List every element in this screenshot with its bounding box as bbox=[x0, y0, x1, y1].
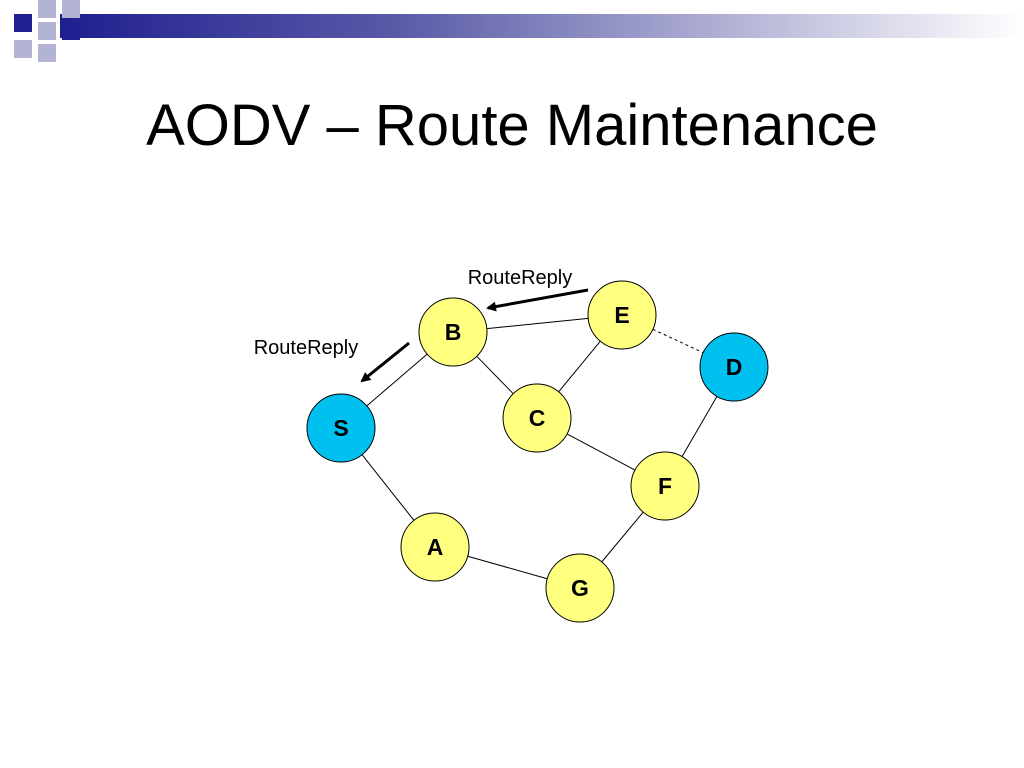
link-b-e bbox=[486, 317, 589, 330]
deco-square-navy bbox=[14, 14, 32, 32]
link-a-g bbox=[467, 555, 548, 580]
link-c-f bbox=[566, 433, 636, 471]
node-label: A bbox=[427, 534, 444, 560]
node-circle bbox=[418, 297, 488, 367]
node-f: F bbox=[630, 451, 700, 521]
node-e: E bbox=[587, 280, 657, 350]
link-c-e bbox=[558, 340, 601, 393]
nodes-layer: S B C E D F A G bbox=[306, 280, 769, 623]
node-b: B bbox=[418, 297, 488, 367]
link-d-f bbox=[681, 396, 718, 457]
node-label: C bbox=[529, 405, 546, 431]
node-circle bbox=[587, 280, 657, 350]
node-label: G bbox=[571, 575, 589, 601]
node-label: B bbox=[445, 319, 462, 345]
deco-square-light bbox=[38, 0, 56, 18]
node-circle bbox=[699, 332, 769, 402]
node-d: D bbox=[699, 332, 769, 402]
node-circle bbox=[306, 393, 376, 463]
node-circle bbox=[400, 512, 470, 582]
route-reply-arrow-b-s bbox=[360, 341, 410, 383]
deco-square-navy bbox=[62, 22, 80, 40]
link-e-d bbox=[652, 328, 704, 354]
route-reply-label: RouteReply bbox=[254, 337, 359, 359]
node-label: E bbox=[614, 302, 629, 328]
links-layer bbox=[361, 317, 718, 580]
deco-square-light bbox=[38, 44, 56, 62]
node-circle bbox=[630, 451, 700, 521]
page-title: AODV – Route Maintenance bbox=[146, 93, 878, 158]
node-label: D bbox=[726, 354, 743, 380]
deco-square-light bbox=[14, 40, 32, 58]
deco-square-light bbox=[38, 22, 56, 40]
node-circle bbox=[502, 383, 572, 453]
node-circle bbox=[545, 553, 615, 623]
route-reply-label: RouteReply bbox=[468, 267, 573, 289]
route-reply-arrow-e-b bbox=[486, 288, 589, 312]
node-g: G bbox=[545, 553, 615, 623]
node-label: F bbox=[658, 473, 672, 499]
link-b-c bbox=[476, 355, 514, 395]
link-s-b bbox=[366, 353, 428, 407]
link-f-g bbox=[601, 511, 644, 563]
header-gradient-bar bbox=[60, 14, 1024, 38]
deco-square-light bbox=[62, 0, 80, 18]
node-s: S bbox=[306, 393, 376, 463]
node-c: C bbox=[502, 383, 572, 453]
node-label: S bbox=[333, 415, 348, 441]
node-a: A bbox=[400, 512, 470, 582]
link-s-a bbox=[361, 454, 415, 521]
